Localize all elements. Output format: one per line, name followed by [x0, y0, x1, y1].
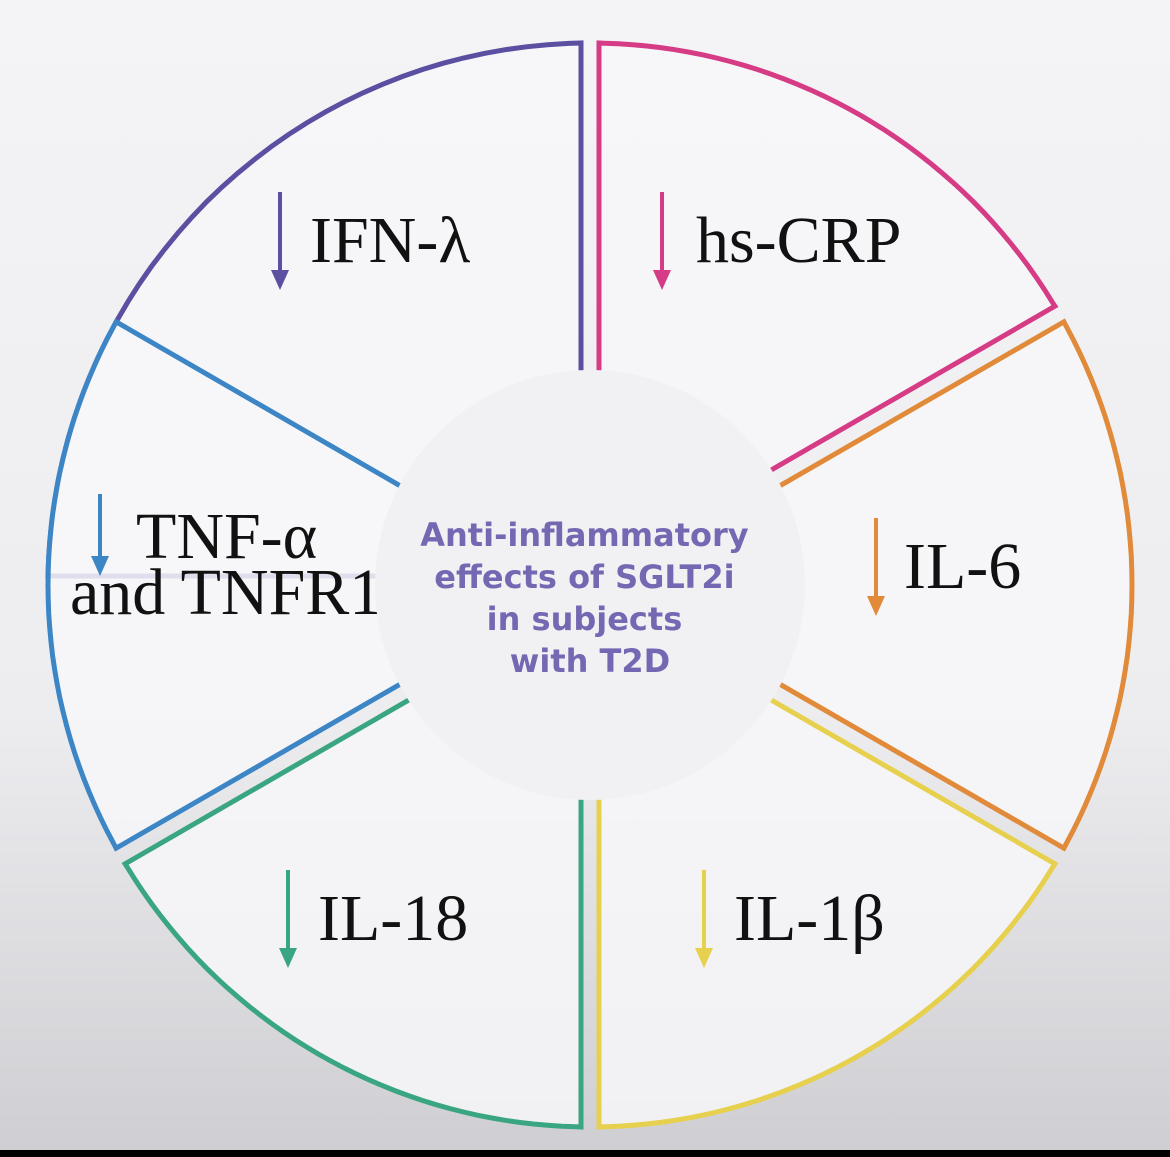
- segment-label: IL-1β: [734, 882, 885, 955]
- down-arrow-head-icon: [91, 556, 109, 576]
- segment-label-line: IFN-λ: [310, 204, 470, 277]
- segment-label-line: IL-18: [318, 882, 468, 955]
- segment-label-line: hs-CRP: [696, 204, 901, 277]
- bottom-bar: [0, 1150, 1170, 1157]
- segment-label: hs-CRP: [696, 204, 901, 277]
- down-arrow-head-icon: [867, 596, 885, 616]
- down-arrow-head-icon: [653, 270, 671, 290]
- segment-label: IFN-λ: [310, 204, 470, 277]
- center-line-2: effects of SGLT2i: [434, 558, 734, 596]
- segment-il-6: IL-6: [772, 318, 1135, 852]
- center-circle: [375, 370, 805, 800]
- segment-label: IL-18: [318, 882, 468, 955]
- segment-label-line: and TNFR1: [70, 556, 382, 629]
- segment-label-line: IL-6: [904, 530, 1021, 603]
- segment-label-line: TNF-α: [136, 500, 317, 573]
- down-arrow-head-icon: [279, 948, 297, 968]
- segment-label-line: IL-1β: [734, 882, 885, 955]
- down-arrow-head-icon: [695, 948, 713, 968]
- center-line-3: in subjects: [487, 600, 683, 638]
- segment-il-18: IL-18: [121, 693, 585, 1130]
- down-arrow-head-icon: [271, 270, 289, 290]
- segment-hs-crp: hs-CRP: [595, 40, 1059, 477]
- segment-label: IL-6: [904, 530, 1021, 603]
- center-line-4: with T2D: [510, 642, 670, 680]
- center-line-1: Anti-inflammatory: [420, 516, 749, 554]
- center-text: Anti-inflammatory effects of SGLT2i in s…: [420, 516, 760, 680]
